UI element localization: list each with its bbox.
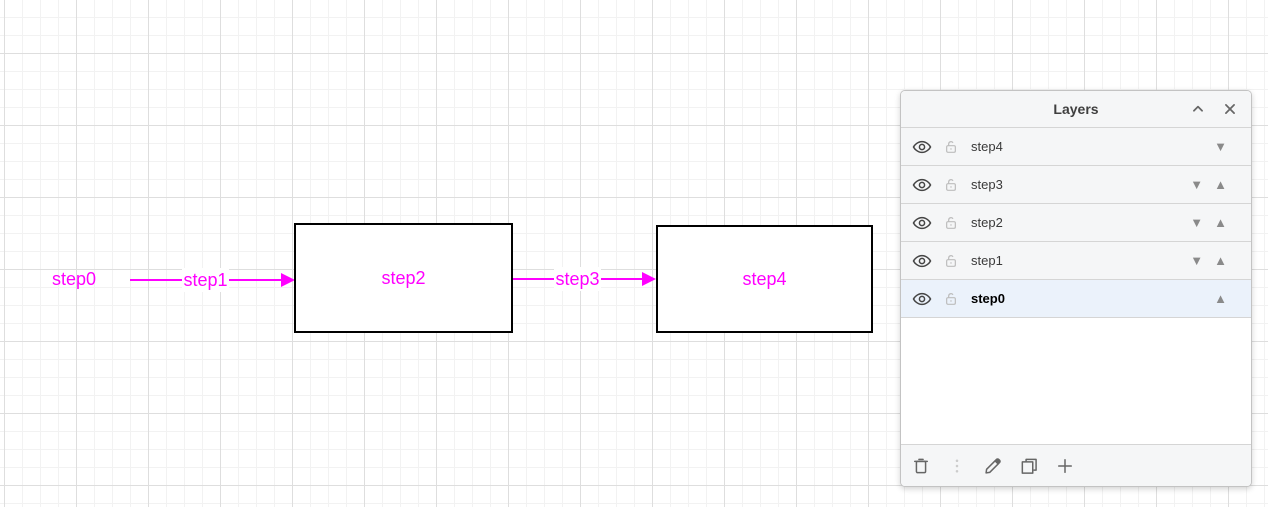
layer-move-controls: ▼ ▲ <box>1177 216 1227 229</box>
eye-icon <box>912 254 932 267</box>
delete-layer-button[interactable] <box>910 455 932 477</box>
node-step4[interactable]: step4 <box>656 225 873 333</box>
move-layer-down-button[interactable]: ▼ <box>1190 253 1204 268</box>
eye-icon <box>912 216 932 229</box>
duplicate-layer-button[interactable] <box>1018 455 1040 477</box>
layers-empty-area <box>901 318 1251 444</box>
chevron-up-icon <box>1193 105 1203 112</box>
lock-toggle[interactable] <box>940 177 962 193</box>
move-layer-up-button[interactable]: ▲ <box>1214 291 1227 306</box>
lock-toggle[interactable] <box>940 139 962 155</box>
edge-step1[interactable]: step1 <box>130 268 295 292</box>
layer-row-step3[interactable]: step3 ▼ ▲ <box>901 166 1251 204</box>
move-layer-down-button[interactable]: ▼ <box>1214 139 1227 154</box>
vertical-dots-icon <box>955 458 959 473</box>
layers-panel-toolbar <box>901 444 1251 486</box>
lock-toggle[interactable] <box>940 253 962 269</box>
visibility-toggle[interactable] <box>911 213 933 233</box>
layer-name: step2 <box>971 215 1003 230</box>
unlock-icon <box>946 216 956 229</box>
unlock-icon <box>946 254 956 267</box>
edge-step1-line <box>130 279 285 281</box>
node-step0[interactable]: step0 <box>39 266 109 292</box>
layer-name: step4 <box>971 139 1003 154</box>
layer-name: step1 <box>971 253 1003 268</box>
edit-layer-button[interactable] <box>982 455 1004 477</box>
more-options-button[interactable] <box>946 455 968 477</box>
plus-icon <box>1058 458 1072 473</box>
trash-icon <box>914 458 928 473</box>
layer-name: step0 <box>971 291 1005 306</box>
visibility-toggle[interactable] <box>911 175 933 195</box>
close-icon <box>1225 104 1235 114</box>
add-layer-button[interactable] <box>1054 455 1076 477</box>
copy-icon <box>1021 458 1037 474</box>
arrowhead-icon <box>281 273 295 287</box>
node-step4-label: step4 <box>742 268 787 289</box>
layers-panel: Layers step4 ▼ <box>900 90 1252 487</box>
move-layer-up-button[interactable]: ▲ <box>1214 177 1227 192</box>
move-layer-down-button[interactable]: ▼ <box>1190 177 1204 192</box>
layer-row-step0[interactable]: step0 ▲ <box>901 280 1251 318</box>
layer-move-controls: ▼ <box>1177 140 1227 153</box>
node-step2-label: step2 <box>381 267 426 288</box>
collapse-panel-button[interactable] <box>1189 100 1207 118</box>
move-layer-up-button[interactable]: ▲ <box>1214 253 1227 268</box>
unlock-icon <box>946 292 956 305</box>
eye-icon <box>912 178 932 191</box>
node-step0-label: step0 <box>51 268 97 289</box>
unlock-icon <box>946 178 956 191</box>
visibility-toggle[interactable] <box>911 137 933 157</box>
move-layer-up-button[interactable]: ▲ <box>1214 215 1227 230</box>
layer-move-controls: ▲ <box>1177 292 1227 305</box>
eye-icon <box>912 140 932 153</box>
layer-move-controls: ▼ ▲ <box>1177 178 1227 191</box>
lock-toggle[interactable] <box>940 291 962 307</box>
close-panel-button[interactable] <box>1221 100 1239 118</box>
move-layer-down-button[interactable]: ▼ <box>1190 215 1204 230</box>
layer-row-step1[interactable]: step1 ▼ ▲ <box>901 242 1251 280</box>
layer-row-step2[interactable]: step2 ▼ ▲ <box>901 204 1251 242</box>
edge-step3[interactable]: step3 <box>513 267 656 291</box>
visibility-toggle[interactable] <box>911 289 933 309</box>
node-step2[interactable]: step2 <box>294 223 513 333</box>
arrowhead-icon <box>642 272 656 286</box>
layers-panel-header: Layers <box>901 91 1251 128</box>
unlock-icon <box>946 140 956 153</box>
layer-name: step3 <box>971 177 1003 192</box>
pencil-icon <box>985 457 1001 474</box>
eye-icon <box>912 292 932 305</box>
lock-toggle[interactable] <box>940 215 962 231</box>
visibility-toggle[interactable] <box>911 251 933 271</box>
layer-move-controls: ▼ ▲ <box>1177 254 1227 267</box>
layer-row-step4[interactable]: step4 ▼ <box>901 128 1251 166</box>
edge-step3-line <box>513 278 646 280</box>
